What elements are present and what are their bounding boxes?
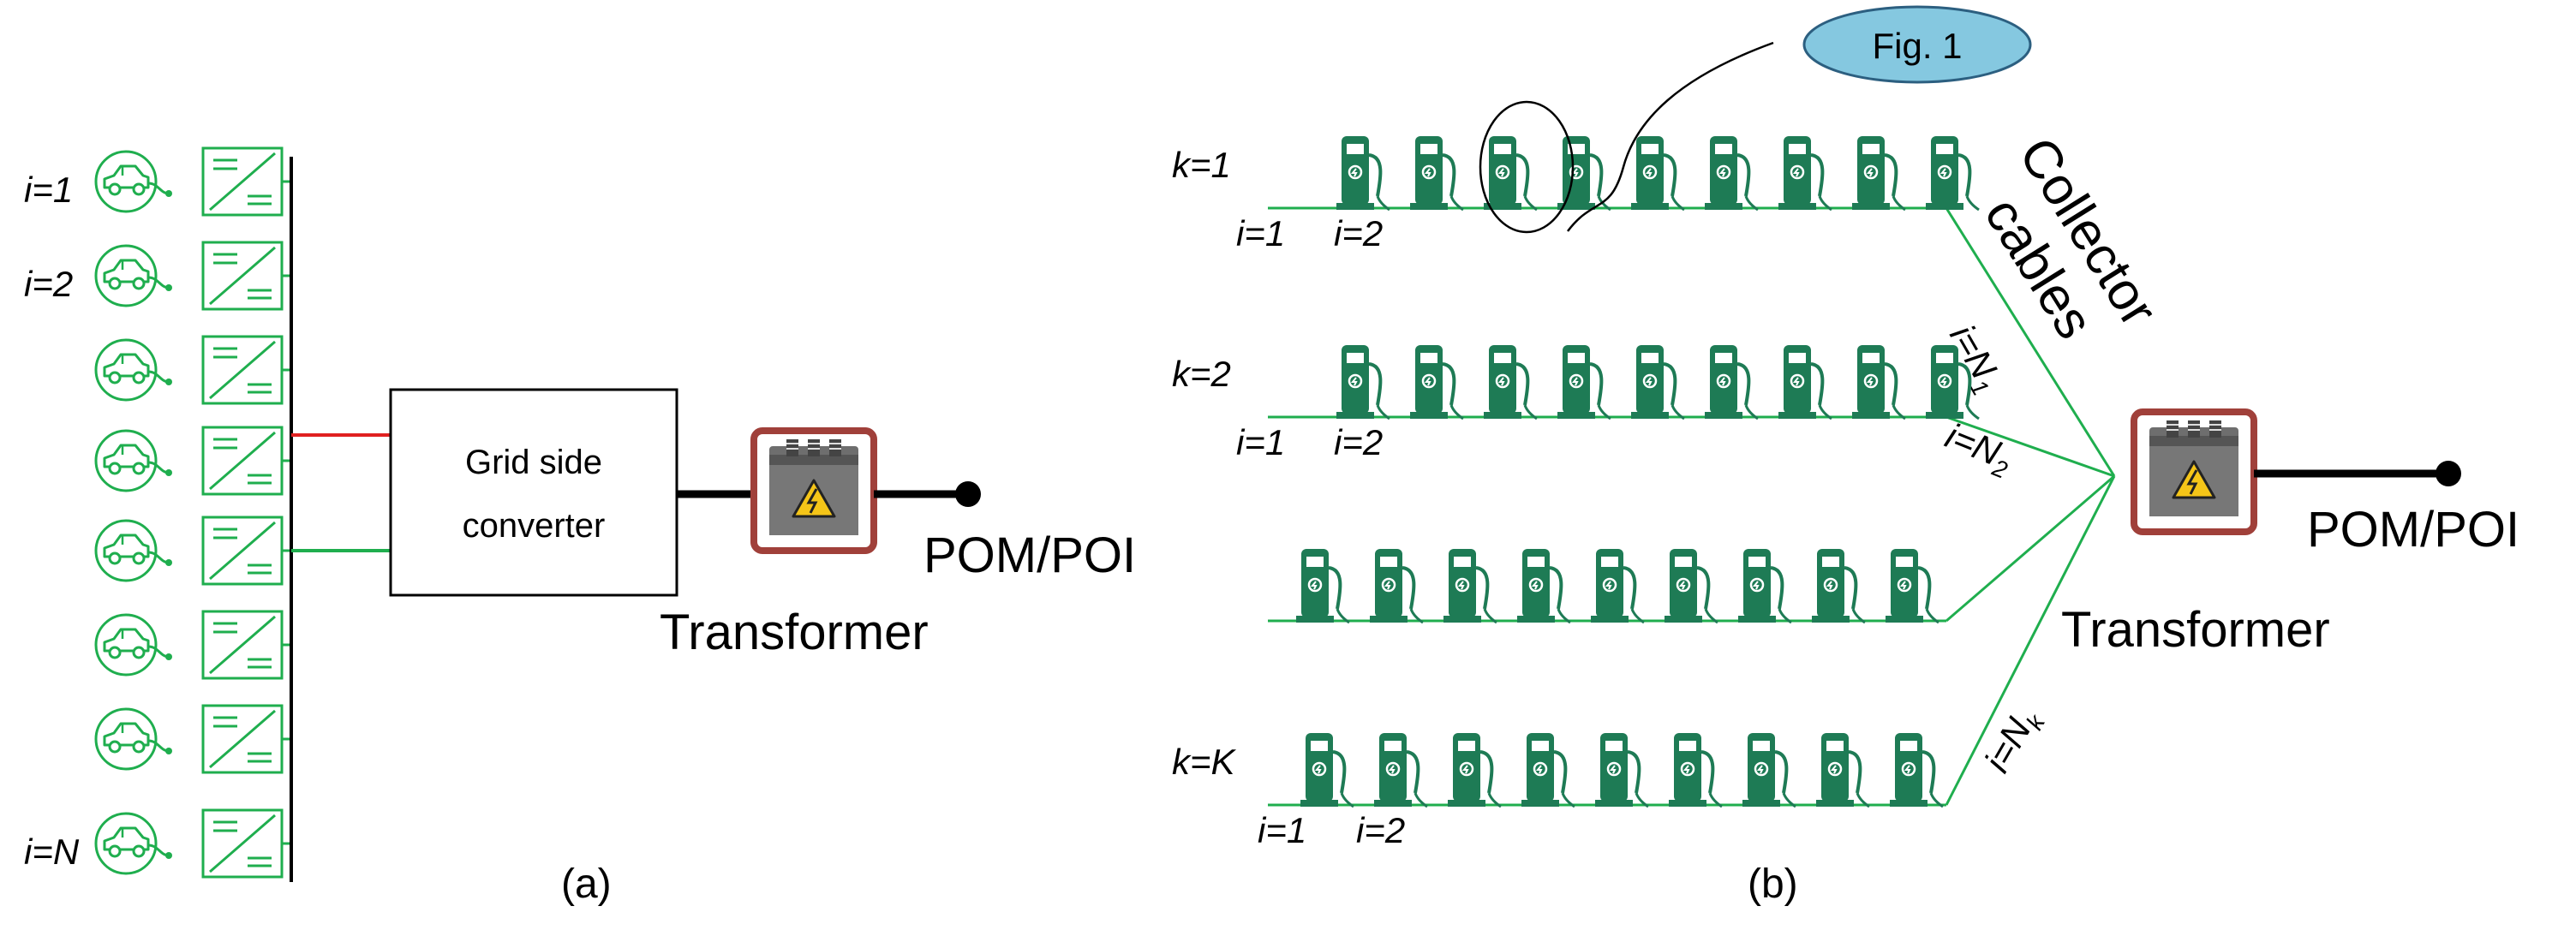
- callout-label: Fig. 1: [1872, 26, 1962, 66]
- charging-station-icon: [1335, 134, 1391, 212]
- charging-station-icon: [1520, 731, 1576, 808]
- transformer-icon-b: [2134, 412, 2254, 532]
- charging-station-icon: [1741, 731, 1797, 808]
- converter-label-line1: Grid side: [465, 444, 602, 481]
- charging-station-icon: [1335, 343, 1391, 420]
- grid-side-converter-box: [389, 388, 678, 597]
- pom-node-b: [2436, 461, 2461, 486]
- converter-block: [201, 704, 284, 774]
- charging-station-icon: [1299, 731, 1355, 808]
- charging-station-icon: [1703, 343, 1760, 420]
- charging-station-icon: [1850, 134, 1907, 212]
- feeder-k-label: k=1: [1172, 145, 1231, 185]
- pom-label-b: POM/POI: [2307, 502, 2519, 557]
- converter-label-line2: converter: [463, 507, 606, 545]
- charging-station-icon: [1736, 547, 1793, 624]
- feeder-i2-label: i=2: [1356, 810, 1405, 850]
- transformer-label-b: Transformer: [2061, 602, 2330, 658]
- ev-car-icon: [94, 150, 174, 213]
- charging-station-icon: [1777, 343, 1833, 420]
- collector-cable: [1945, 474, 2115, 623]
- converter-block: [201, 241, 284, 311]
- charging-station-icon: [1884, 547, 1940, 624]
- charging-station-icon: [1482, 134, 1539, 212]
- charging-station-icon: [1663, 547, 1719, 624]
- ev-car-icon: [94, 244, 174, 307]
- converter-block: [201, 610, 284, 680]
- index-label-a: i=2: [24, 264, 73, 304]
- charging-station-icon: [1482, 343, 1539, 420]
- feeder-end-label: i=N2: [1938, 415, 2019, 484]
- collector-cable: [1945, 207, 2116, 477]
- collector-cable: [1945, 415, 2115, 478]
- charging-station-icon: [1593, 731, 1650, 808]
- charging-station-icon: [1814, 731, 1871, 808]
- converter-block: [201, 335, 284, 405]
- feeder-k-label: k=2: [1172, 354, 1231, 394]
- charging-station-icon: [1629, 343, 1686, 420]
- charging-station-icon: [1629, 134, 1686, 212]
- converter-block: [201, 426, 284, 496]
- ev-car-icon: [94, 613, 174, 677]
- charging-station-icon: [1372, 731, 1429, 808]
- transformer-label-a: Transformer: [660, 605, 929, 660]
- feeder-end-subscript: 2: [1988, 454, 2011, 484]
- charging-station-icon: [1850, 343, 1907, 420]
- feeder-i1-label: i=1: [1258, 810, 1306, 850]
- charging-station-icon: [1556, 343, 1612, 420]
- charging-station-icon: [1442, 547, 1498, 624]
- charging-station-icon: [1667, 731, 1724, 808]
- converter-block: [201, 146, 284, 217]
- ev-car-icon: [94, 338, 174, 402]
- charging-station-icon: [1924, 134, 1981, 212]
- charging-station-icon: [1515, 547, 1572, 624]
- ev-car-icon: [94, 812, 174, 875]
- charging-station-icon: [1888, 731, 1945, 808]
- charging-station-icon: [1589, 547, 1646, 624]
- callout-bubble: [1802, 5, 2032, 84]
- ev-car-icon: [94, 519, 174, 582]
- charging-station-icon: [1446, 731, 1503, 808]
- feeder-i2-label: i=2: [1334, 213, 1383, 253]
- feeder-i2-label: i=2: [1334, 422, 1383, 462]
- charging-station-icon: [1556, 134, 1612, 212]
- charging-station-icon: [1294, 547, 1351, 624]
- pom-label-a: POM/POI: [923, 528, 1136, 583]
- feeder-i1-label: i=1: [1236, 422, 1285, 462]
- converter-block: [201, 516, 284, 586]
- pom-node-a: [955, 481, 981, 507]
- feeder-end-subscript: k: [2021, 709, 2051, 734]
- feeder-k-label: k=K: [1172, 742, 1237, 782]
- index-label-a: i=1: [24, 170, 73, 210]
- caption-a: (a): [561, 861, 612, 907]
- transformer-icon-a: [754, 431, 874, 551]
- converter-block: [201, 808, 284, 879]
- ev-car-icon: [94, 429, 174, 492]
- charging-station-icon: [1703, 134, 1760, 212]
- index-label-a: i=N: [24, 832, 80, 872]
- callout-leader: [1567, 41, 1774, 232]
- panel-a: i=1 i=2 i=N: [24, 146, 291, 879]
- feeder-end-label: i=Nk: [1976, 700, 2051, 782]
- charging-station-icon: [1408, 134, 1465, 212]
- caption-b: (b): [1748, 861, 1798, 907]
- callout-ring: [1479, 100, 1575, 234]
- charging-station-icon: [1810, 547, 1867, 624]
- charging-station-icon: [1408, 343, 1465, 420]
- charging-station-icon: [1777, 134, 1833, 212]
- feeder-i1-label: i=1: [1236, 213, 1285, 253]
- collector-cable: [1945, 475, 2116, 806]
- charging-station-icon: [1368, 547, 1425, 624]
- ev-car-icon: [94, 707, 174, 771]
